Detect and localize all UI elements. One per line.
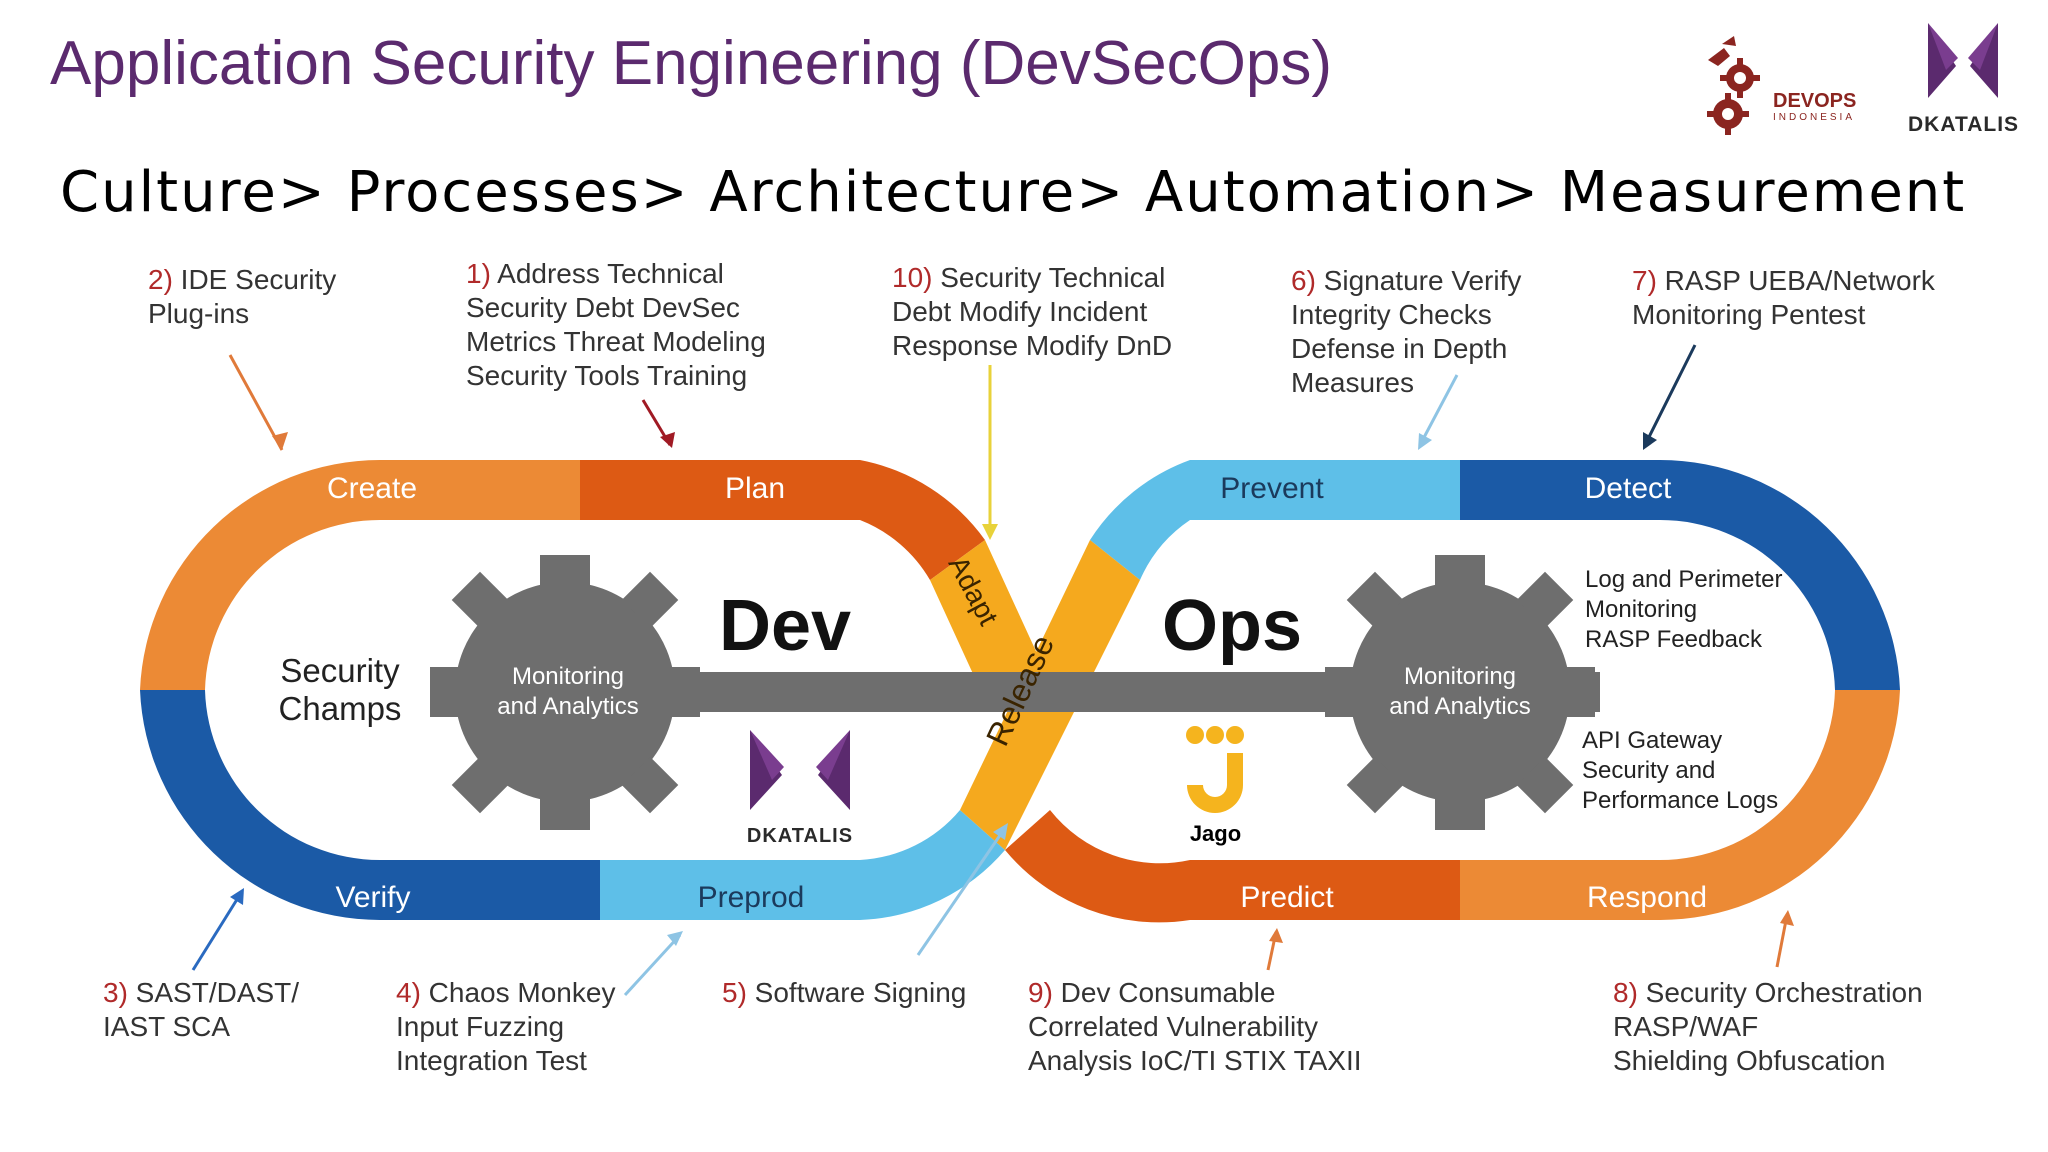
arrow-prevent: [1418, 374, 1459, 446]
arrowhead-detect: [1643, 432, 1657, 450]
annotation-signature-verify: 6) Signature Verify Integrity Checks Def…: [1291, 265, 1522, 398]
detect-segment: [1460, 459, 1900, 690]
gear-right-label: Monitoring and Analytics: [1389, 663, 1531, 720]
arrowhead-preprod: [667, 931, 683, 946]
arrowhead-respond: [1780, 910, 1794, 926]
dkatalis-center-logo: DKATALIS: [720, 725, 880, 855]
respond-segment: [1460, 690, 1900, 921]
label-respond: Respond: [1587, 881, 1707, 914]
adapt-band: [930, 540, 1040, 700]
label-verify: Verify: [335, 881, 410, 914]
jago-mark-icon: [1186, 726, 1244, 813]
gear-left-icon: [430, 555, 700, 830]
annotation-dev-consumable: 9) Dev Consumable Correlated Vulnerabili…: [1028, 977, 1362, 1076]
create-segment: [140, 459, 580, 690]
arrow-release: [916, 827, 1007, 956]
gear-right-icon: [1325, 555, 1595, 830]
page-title: Application Security Engineering (DevSec…: [50, 29, 1332, 98]
annotation-ide-plugins: 2) IDE Security Plug-ins: [148, 264, 337, 329]
label-ops: Ops: [1162, 586, 1302, 666]
log-perimeter-label: Log and Perimeter Monitoring RASP Feedba…: [1585, 566, 1783, 653]
dkatalis-mark-icon: [1928, 23, 1998, 98]
label-predict: Predict: [1240, 881, 1334, 914]
arrow-ide: [228, 354, 284, 451]
page-subtitle: Culture> Processes> Architecture> Automa…: [60, 160, 1967, 225]
api-gateway-label: API Gateway Security and Performance Log…: [1582, 727, 1779, 814]
label-dev: Dev: [719, 586, 851, 666]
jago-logo-text: Jago: [1189, 821, 1242, 846]
arrowhead-predict: [1269, 928, 1283, 943]
label-plan: Plan: [725, 472, 785, 505]
prevent-segment: [1090, 460, 1460, 580]
arrow-detect: [1643, 344, 1697, 446]
devops-indonesia-logo: DEVOPS INDONESIA: [1700, 30, 1875, 145]
verify-segment: [140, 690, 600, 921]
devops-logo-subtext: INDONESIA: [1773, 112, 1856, 123]
arrowhead-prevent: [1418, 433, 1432, 450]
annotation-security-orchestration: 8) Security Orchestration RASP/WAF Shiel…: [1613, 977, 1923, 1076]
arrowhead-plan: [660, 432, 675, 448]
gear-logo-icon: [1707, 36, 1760, 135]
predict-segment: [1005, 810, 1460, 923]
dkatalis-center-mark-icon: [750, 730, 850, 810]
annotation-software-signing: 5) Software Signing: [722, 977, 967, 1008]
gear-left-label: Monitoring and Analytics: [497, 663, 639, 720]
devops-logo-text: DEVOPS: [1773, 90, 1857, 112]
annotation-security-debt: 10) Security Technical Debt Modify Incid…: [892, 262, 1173, 361]
annotation-tech-debt: 1) Address Technical Security Debt DevSe…: [466, 258, 766, 391]
plan-segment: [580, 460, 985, 580]
jago-logo: Jago: [1143, 715, 1288, 855]
arrowhead-release: [993, 823, 1008, 840]
annotation-rasp-ueba: 7) RASP UEBA/Network Monitoring Pentest: [1632, 265, 1935, 330]
label-detect: Detect: [1585, 472, 1672, 505]
preprod-segment: [600, 810, 1005, 920]
label-create: Create: [327, 472, 417, 505]
arrow-verify: [191, 892, 243, 971]
label-preprod: Preprod: [698, 881, 805, 914]
dkatalis-center-text: DKATALIS: [746, 825, 854, 847]
dkatalis-logo-text: DKATALIS: [1908, 113, 2020, 136]
dkatalis-logo: DKATALIS: [1908, 18, 2018, 143]
arrow-preprod: [623, 933, 682, 997]
label-prevent: Prevent: [1220, 472, 1324, 505]
arrowhead-ide: [272, 432, 288, 450]
annotation-sast: 3) SAST/DAST/ IAST SCA: [103, 977, 300, 1042]
security-champs-label: Security Champs: [278, 652, 402, 727]
arrowhead-verify: [230, 888, 244, 905]
annotation-chaos-monkey: 4) Chaos Monkey Input Fuzzing Integratio…: [396, 977, 616, 1076]
arrowhead-adapt: [982, 524, 998, 540]
